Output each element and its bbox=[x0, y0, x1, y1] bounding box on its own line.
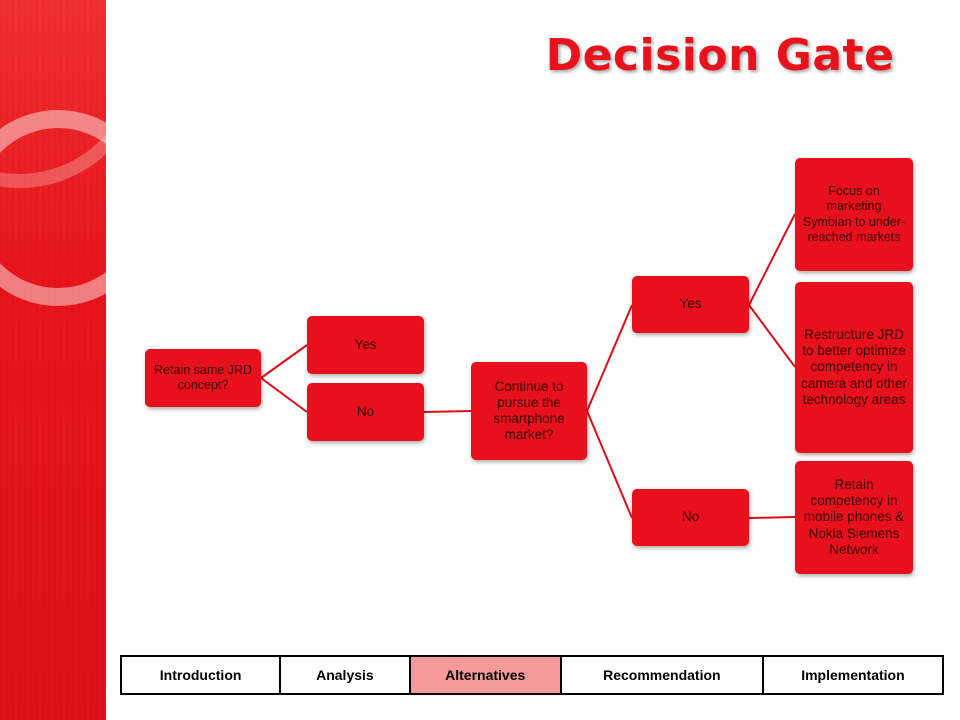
edge-root-no1 bbox=[260, 377, 308, 413]
nav-item-analysis[interactable]: Analysis bbox=[281, 657, 411, 693]
nav-item-alternatives[interactable]: Alternatives bbox=[410, 657, 562, 693]
node-retain-jrd-concept: Retain same JRD concept? bbox=[145, 349, 261, 407]
node-retain-competency: Retain competency in mobile phones & Nok… bbox=[795, 461, 913, 574]
node-restructure-jrd: Restructure JRD to better optimize compe… bbox=[795, 282, 913, 453]
node-no-2: No bbox=[632, 489, 749, 546]
edge-no1-continue bbox=[423, 410, 472, 413]
nav-item-implementation[interactable]: Implementation bbox=[801, 667, 905, 683]
node-yes-2: Yes bbox=[632, 276, 749, 333]
node-yes-1: Yes bbox=[307, 316, 424, 374]
edge-no2-retain bbox=[748, 516, 796, 519]
decorative-side-band bbox=[0, 0, 106, 720]
slide-title: Decision Gate bbox=[545, 30, 895, 81]
nav-item-recommendation[interactable]: Recommendation bbox=[562, 657, 764, 693]
edge-root-yes1 bbox=[260, 344, 308, 379]
node-no-1: No bbox=[307, 383, 424, 441]
edge-yes2-focus bbox=[748, 213, 796, 306]
nav-item-introduction[interactable]: Introduction bbox=[122, 657, 282, 693]
edge-continue-yes2 bbox=[586, 304, 633, 412]
node-focus-symbian: Focus on marketing Symbian to under-reac… bbox=[795, 158, 913, 271]
edge-yes2-restructure bbox=[748, 304, 796, 368]
edge-continue-no2 bbox=[586, 410, 633, 519]
node-continue-smartphone: Continue to pursue the smartphone market… bbox=[471, 362, 587, 460]
